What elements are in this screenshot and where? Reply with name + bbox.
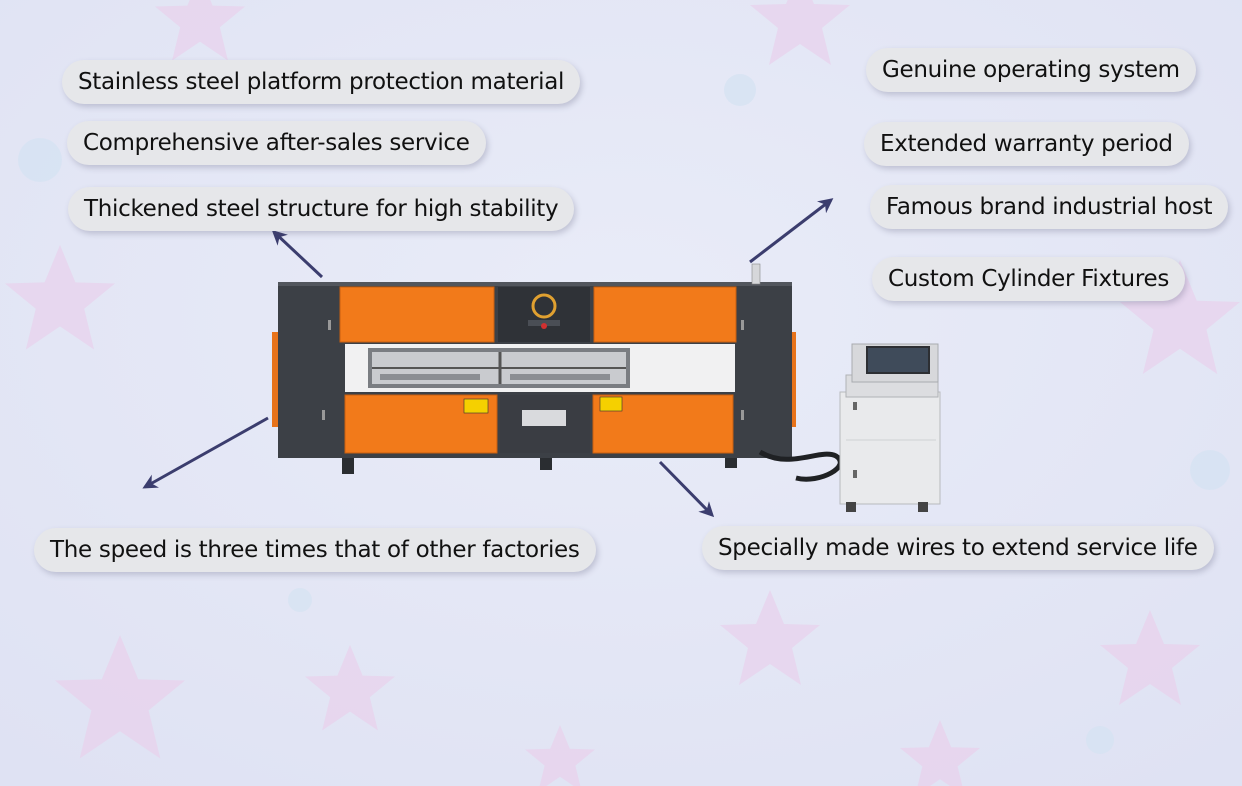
feature-label-extended-warranty: Extended warranty period	[864, 122, 1189, 166]
control-cabinet	[839, 343, 941, 512]
feature-label-speed: The speed is three times that of other f…	[34, 528, 596, 572]
callout-arrows	[142, 198, 834, 518]
feature-label-after-sales-service: Comprehensive after-sales service	[67, 121, 486, 165]
feature-label-genuine-operating-system: Genuine operating system	[866, 48, 1196, 92]
machine-body	[272, 263, 796, 474]
feature-label-cylinder-fixtures: Custom Cylinder Fixtures	[872, 257, 1186, 301]
arrow-bottom-left	[142, 416, 269, 489]
feature-label-specially-made-wires: Specially made wires to extend service l…	[702, 526, 1214, 570]
feature-label-thickened-steel-structure: Thickened steel structure for high stabi…	[68, 187, 575, 231]
feature-label-stainless-steel-platform: Stainless steel platform protection mate…	[62, 60, 581, 104]
arrow-top-left	[271, 229, 324, 279]
cable	[758, 449, 843, 482]
arrow-bottom-right	[658, 460, 715, 518]
arrow-top-right	[749, 198, 834, 264]
feature-label-industrial-host: Famous brand industrial host	[870, 185, 1229, 229]
